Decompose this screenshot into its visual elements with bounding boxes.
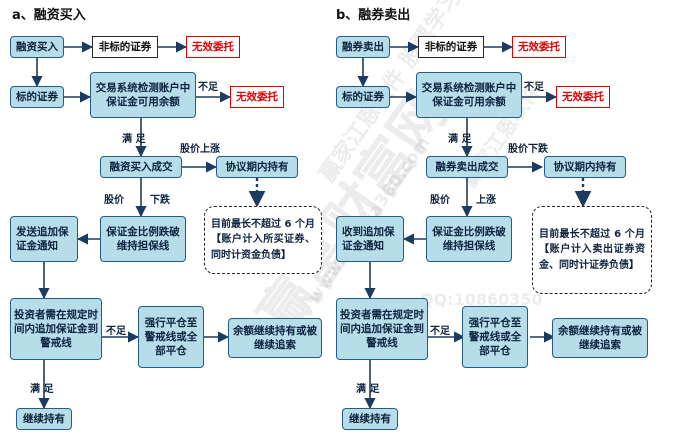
b-invalid-order-node-2: 无效委托 [556, 86, 610, 108]
b-label-insufficient-2: 不足 [430, 326, 450, 337]
a-buy-executed-node: 融资买入成交 [100, 156, 182, 178]
b-remain-node: 余额继续持有或被继续追索 [552, 318, 648, 358]
b-investor-deposit-node: 投资者需在规定时间内追加保证金到警戒线 [336, 298, 428, 360]
a-remain-node: 余额继续持有或被继续追索 [228, 318, 322, 358]
a-non-target-node: 非标的证券 [92, 36, 158, 58]
b-label-sufficient: 满 足 [448, 134, 472, 145]
a-invalid-order-node-1: 无效委托 [186, 36, 240, 58]
b-label-price: 股价 [430, 195, 450, 206]
a-label-insufficient-2: 不足 [106, 326, 126, 337]
a-margin-buy-node: 融资买入 [10, 36, 64, 58]
b-margin-below-line-node: 保证金比例跌破维持担保线 [426, 216, 512, 262]
a-investor-deposit-node: 投资者需在规定时间内追加保证金到警戒线 [10, 298, 102, 360]
a-margin-below-line-node: 保证金比例跌破维持担保线 [100, 216, 186, 262]
b-label-sufficient-2: 满 足 [356, 384, 380, 395]
a-label-price-up: 股价上涨 [180, 144, 220, 155]
b-invalid-order-node-1: 无效委托 [512, 36, 566, 58]
b-margin-call-node: 收到追加保证金通知 [336, 216, 404, 262]
a-invalid-order-node-2: 无效委托 [230, 86, 284, 108]
a-label-sufficient: 满 足 [122, 134, 146, 145]
b-term-note: 目前最长不超过 6 个月【账户计入卖出证券资金、同时计证券负债】 [532, 206, 652, 294]
a-label-down: 下跌 [150, 195, 170, 206]
a-keep-holding-node: 继续持有 [16, 408, 72, 430]
a-term-note: 目前最长不超过 6 个月【账户计入所买证券、同时计资金负债】 [204, 206, 322, 274]
a-hold-in-term-node: 协议期内持有 [216, 156, 298, 178]
b-keep-holding-node: 继续持有 [342, 408, 398, 430]
a-check-margin-node: 交易系统检测账户中保证金可用余额 [90, 72, 196, 118]
a-label-sufficient-2: 满 足 [30, 384, 54, 395]
b-check-margin-node: 交易系统检测账户中保证金可用余额 [416, 72, 522, 118]
b-forced-close-node: 强行平仓至警戒线或全部平仓 [462, 306, 528, 368]
a-label-price: 股价 [104, 195, 124, 206]
b-label-up: 上涨 [476, 195, 496, 206]
b-non-target-node: 非标的证券 [418, 36, 484, 58]
a-label-insufficient: 不足 [198, 82, 218, 93]
b-target-node: 标的证券 [336, 86, 390, 108]
a-target-node: 标的证券 [10, 86, 64, 108]
b-label-insufficient: 不足 [524, 82, 544, 93]
title-b: b、融券卖出 [336, 8, 411, 23]
b-hold-in-term-node: 协议期内持有 [544, 156, 626, 178]
a-forced-close-node: 强行平仓至警戒线或全部平仓 [138, 306, 204, 368]
a-margin-call-node: 发送追加保证金通知 [10, 216, 78, 262]
b-label-price-down: 股价下跌 [508, 144, 548, 155]
b-sell-executed-node: 融券卖出成交 [426, 156, 508, 178]
title-a: a、融资买入 [12, 8, 86, 23]
b-short-sell-node: 融券卖出 [336, 36, 390, 58]
